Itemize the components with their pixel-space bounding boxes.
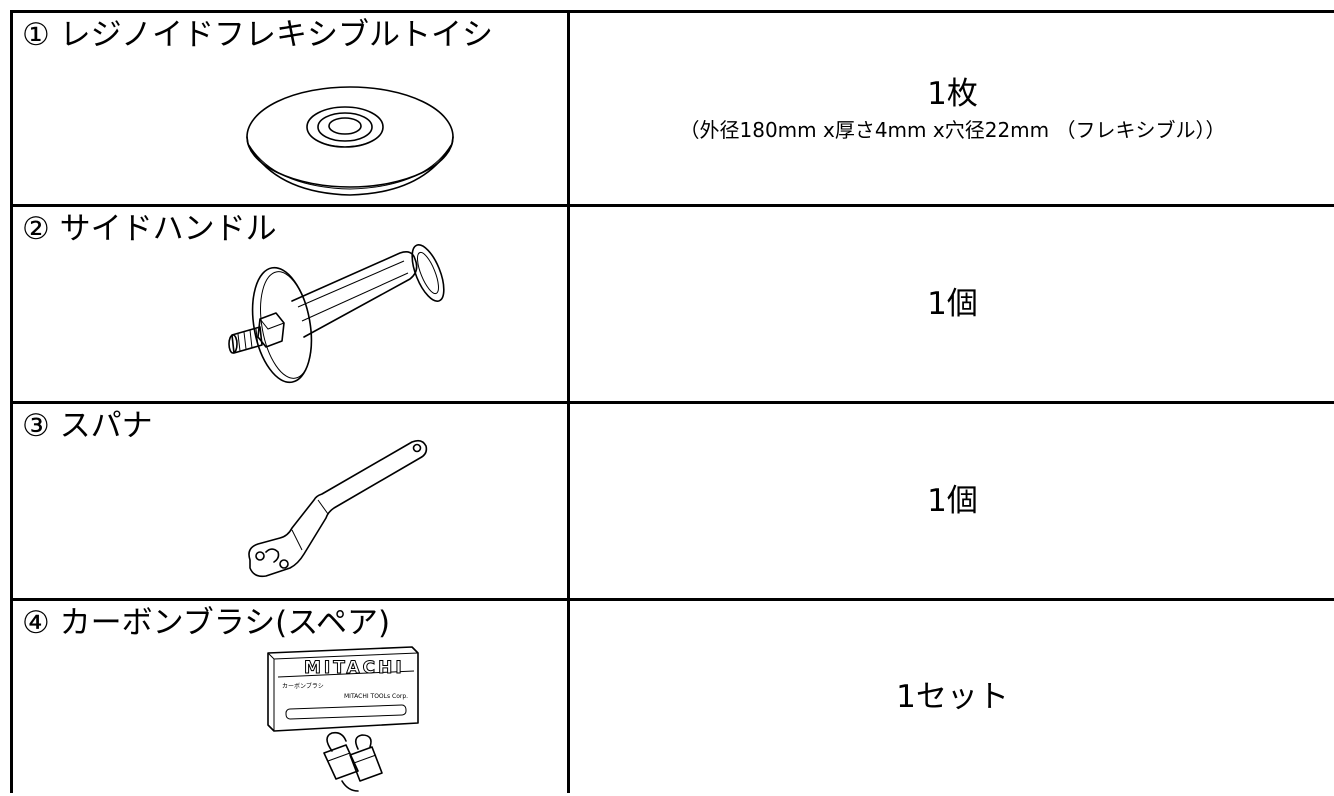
table-row-3-item-cell: ③ スパナ [12,404,568,598]
quantity-1: 1枚 [927,75,978,112]
spec-1: （外径180mm x厚さ4mm x穴径22mm （フレキシブル）） [679,117,1226,142]
table-row-2-quantity-cell: 1個 [571,207,1334,401]
box-maker-text: MITACHI TOOLs Corp. [344,693,409,700]
item-label-1: ① レジノイドフレキシブルトイシ [22,17,494,53]
spanner-icon [248,439,428,578]
box-brand-text: MITACHI [304,658,405,679]
row-divider-2 [10,401,1334,404]
grinding-disc-icon [246,86,454,196]
table-row-4-quantity-cell: 1セット [571,601,1334,793]
item-label-3: ③ スパナ [22,408,153,444]
carbon-brush-icon [267,646,419,792]
table-row-2-item-cell: ② サイドハンドル [12,207,568,401]
table-row-1-quantity-cell: 1枚 （外径180mm x厚さ4mm x穴径22mm （フレキシブル）） [571,13,1334,204]
quantity-3: 1個 [927,483,978,519]
side-handle-icon [228,244,445,384]
quantity-4: 1セット [896,679,1009,715]
quantity-2: 1個 [927,286,978,322]
row-divider-3 [10,598,1334,601]
row-divider-1 [10,204,1334,207]
item-label-2: ② サイドハンドル [22,211,277,247]
table-row-1-item-cell: ① レジノイドフレキシブルトイシ [12,13,568,204]
table-border-top [10,10,1334,13]
table-row-4-item-cell: ④ カーボンブラシ(スペア) MITACHI カーボンブラシ MITACHI T… [12,601,568,793]
item-label-4: ④ カーボンブラシ(スペア) [22,605,391,641]
box-label-text: カーボンブラシ [282,683,324,690]
table-row-3-quantity-cell: 1個 [571,404,1334,598]
